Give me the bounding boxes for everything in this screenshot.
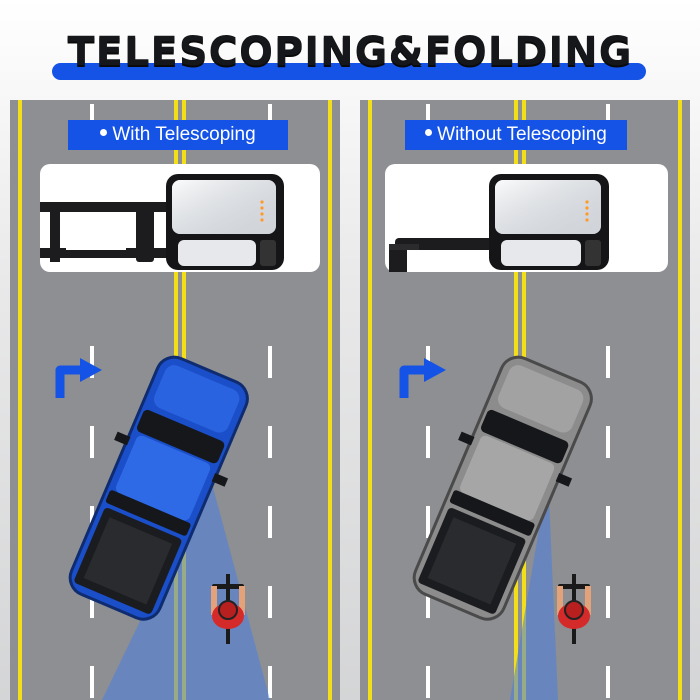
page-title: TELESCOPING&FOLDING: [67, 29, 633, 75]
bullet-dot: [100, 129, 108, 137]
header: TELESCOPING&FOLDING: [0, 0, 700, 100]
label-with-telescoping: With Telescoping: [68, 120, 288, 150]
panel-with-telescoping: With Telescoping: [10, 100, 340, 700]
tow-mirror-extended: [40, 174, 284, 270]
turn-right-arrow-icon: [399, 358, 446, 398]
label-text: Without Telescoping: [437, 124, 607, 145]
mirror-card-retracted: [385, 164, 668, 272]
turn-right-arrow-icon: [55, 358, 102, 398]
truck-gray: [412, 355, 593, 621]
truck-blue: [68, 355, 249, 621]
label-without-telescoping: Without Telescoping: [405, 120, 627, 150]
cyclist: [557, 574, 591, 644]
tow-mirror-retracted: [389, 174, 609, 272]
road-scene: [10, 100, 340, 700]
cyclist: [211, 574, 245, 644]
panel-without-telescoping: Without Telescoping: [360, 100, 690, 700]
mirror-card-extended: [40, 164, 320, 272]
title-underline-bar: [52, 63, 646, 80]
bullet-dot: [425, 129, 433, 137]
label-text: With Telescoping: [112, 124, 256, 145]
